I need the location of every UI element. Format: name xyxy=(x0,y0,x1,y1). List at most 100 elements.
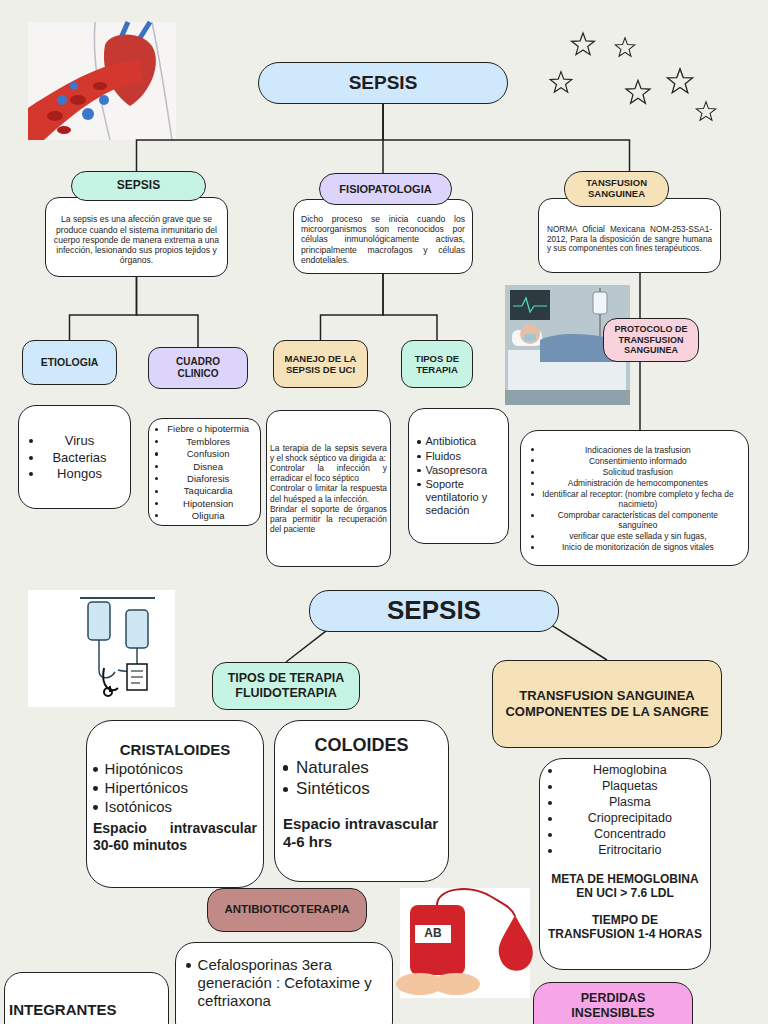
heading-pill: SEPSIS xyxy=(71,171,206,201)
bullet-item-row: Consentimiento informado xyxy=(531,456,738,466)
bullet-dot xyxy=(417,440,421,444)
bullet-dot xyxy=(155,477,158,480)
bullet-item-row: Hemoglobina xyxy=(548,763,702,778)
body-text: TRANSFUSION SANGUINEA COMPONENTES DE LA … xyxy=(499,688,715,719)
star-decorations xyxy=(550,33,716,120)
body-text: TIPOS DE TERAPIA FLUIDOTERAPIA xyxy=(219,671,353,701)
star xyxy=(550,72,572,93)
stethoscope-head xyxy=(104,688,112,696)
blood-cell xyxy=(57,126,71,134)
patient-head xyxy=(520,324,540,344)
topic-pill: ETIOLOGIA xyxy=(22,340,117,385)
bullet-item-row: Hongos xyxy=(29,466,120,482)
body-text: INTEGRANTES xyxy=(9,1001,164,1019)
body-text: PROTOCOLO DE TRANSFUSION SANGUINEA xyxy=(610,324,692,356)
list-box: Cefalosporinas 3era generación : Cefotax… xyxy=(175,942,393,1024)
virus-particle xyxy=(82,108,94,120)
star xyxy=(667,69,692,93)
list-item-text: Isotónicos xyxy=(105,798,257,816)
body-text: META DE HEMOGLOBINA EN UCI > 7.6 LDL xyxy=(548,872,702,901)
bullet-dot xyxy=(548,785,552,789)
body-text: PERDIDAS INSENSIBLES xyxy=(538,991,688,1021)
blood-bag xyxy=(410,905,465,975)
list-item-text: Temblores xyxy=(162,436,254,447)
star xyxy=(696,102,715,120)
connector-line xyxy=(137,277,199,347)
list-box: COLOIDESNaturalesSintéticosEspacio intra… xyxy=(274,720,449,882)
bullet-item-row: Comprobar características del componente… xyxy=(531,510,738,530)
root-topic-pill: SEPSIS xyxy=(258,62,508,104)
list-item-text: Vasopresora xyxy=(425,464,500,477)
body-text: COLOIDES xyxy=(283,735,440,757)
bullet-item-row: Disnea xyxy=(155,461,254,472)
list-item-text: Disnea xyxy=(162,461,254,472)
star xyxy=(626,80,650,103)
list-box: CRISTALOIDESHipotónicosHipertónicosIsotó… xyxy=(86,720,264,888)
list-item-text: Antibiotica xyxy=(425,435,500,448)
bullet-dot xyxy=(93,786,98,791)
list-box: Fiebre o hipotermiaTembloresConfusionDis… xyxy=(148,418,261,526)
bullet-dot xyxy=(531,459,534,462)
bag-label-text: AB xyxy=(415,926,451,940)
bullet-dot xyxy=(531,546,534,549)
bullet-dot xyxy=(283,787,288,792)
bullet-dot xyxy=(531,482,534,485)
bullet-item-row: Crioprecipitado xyxy=(548,811,702,826)
heading-text: SEPSIS xyxy=(117,179,160,193)
blood-vessel xyxy=(28,60,142,140)
virus-particle xyxy=(57,95,67,105)
body-text: TIPOS DE TERAPIA xyxy=(408,353,466,376)
bullet-dot xyxy=(93,805,98,810)
bullet-dot xyxy=(29,472,33,476)
bullet-dot xyxy=(548,849,552,853)
body-text: ETIOLOGIA xyxy=(29,356,110,369)
bag-label xyxy=(415,925,451,943)
bullet-dot xyxy=(548,833,552,837)
iv-bag xyxy=(126,610,148,648)
bullet-dot xyxy=(29,439,33,443)
list-box: Indicaciones de la trasfusionConsentimie… xyxy=(520,430,749,566)
list-item-text: Soporte ventilatorio y sedación xyxy=(425,478,500,518)
list-item-text: Indicaciones de la trasfusion xyxy=(538,445,738,455)
body-text: La terapia de la sepsis severa y el shoc… xyxy=(270,443,387,463)
list-item-text: Comprobar características del componente… xyxy=(538,510,738,530)
oxygen-mask xyxy=(524,334,536,341)
heading-text: FISIOPATOLOGIA xyxy=(339,183,431,196)
bullet-dot xyxy=(283,765,288,770)
list-item-text: Identificar al receptor: (nombre complet… xyxy=(538,489,738,509)
bullet-item-row: Taquicardia xyxy=(155,485,254,496)
blood-cell xyxy=(93,82,107,90)
body-text: Controlar la infección y erradicar el fo… xyxy=(270,463,387,483)
list-item-text: Confusion xyxy=(162,448,254,459)
list-item-text: Fluidos xyxy=(425,450,500,463)
topic-pill: CUADRO CLINICO xyxy=(148,347,248,389)
bullet-item-row: Hipotónicos xyxy=(93,760,257,778)
concept-box: FISIOPATOLOGIADicho proceso se inicia cu… xyxy=(293,199,473,274)
monitor xyxy=(510,290,550,320)
clipboard xyxy=(127,664,147,690)
bullet-item-row: Indicaciones de la trasfusion xyxy=(531,445,738,455)
connector-line xyxy=(383,274,437,340)
bullet-item-row: Oliguria xyxy=(155,510,254,521)
blood-cell xyxy=(47,111,63,121)
list-item-text: Crioprecipitado xyxy=(558,811,702,826)
bullet-item-row: Bacterias xyxy=(29,450,120,466)
hand xyxy=(432,973,480,995)
bullet-item-row: Virus xyxy=(29,433,120,449)
body-text: Espacio intravascular 4-6 hrs xyxy=(283,815,440,851)
floor xyxy=(505,390,630,405)
body-text: La sepsis es una afección grave que se p… xyxy=(52,214,221,266)
topic-pill: ANTIBIOTICOTERAPIA xyxy=(207,888,367,932)
connector-line xyxy=(321,274,384,340)
bullet-item-row: Naturales xyxy=(283,758,440,778)
bullet-item-row: Fluidos xyxy=(417,450,500,463)
topic-pill: TIPOS DE TERAPIA xyxy=(401,340,473,388)
bullet-dot xyxy=(531,448,534,451)
text-box: La terapia de la sepsis severa y el shoc… xyxy=(266,410,391,567)
bullet-dot xyxy=(531,514,534,517)
bullet-dot xyxy=(531,535,534,538)
iv-bag xyxy=(88,602,110,640)
bullet-dot xyxy=(548,817,552,821)
connector-line xyxy=(639,362,641,430)
